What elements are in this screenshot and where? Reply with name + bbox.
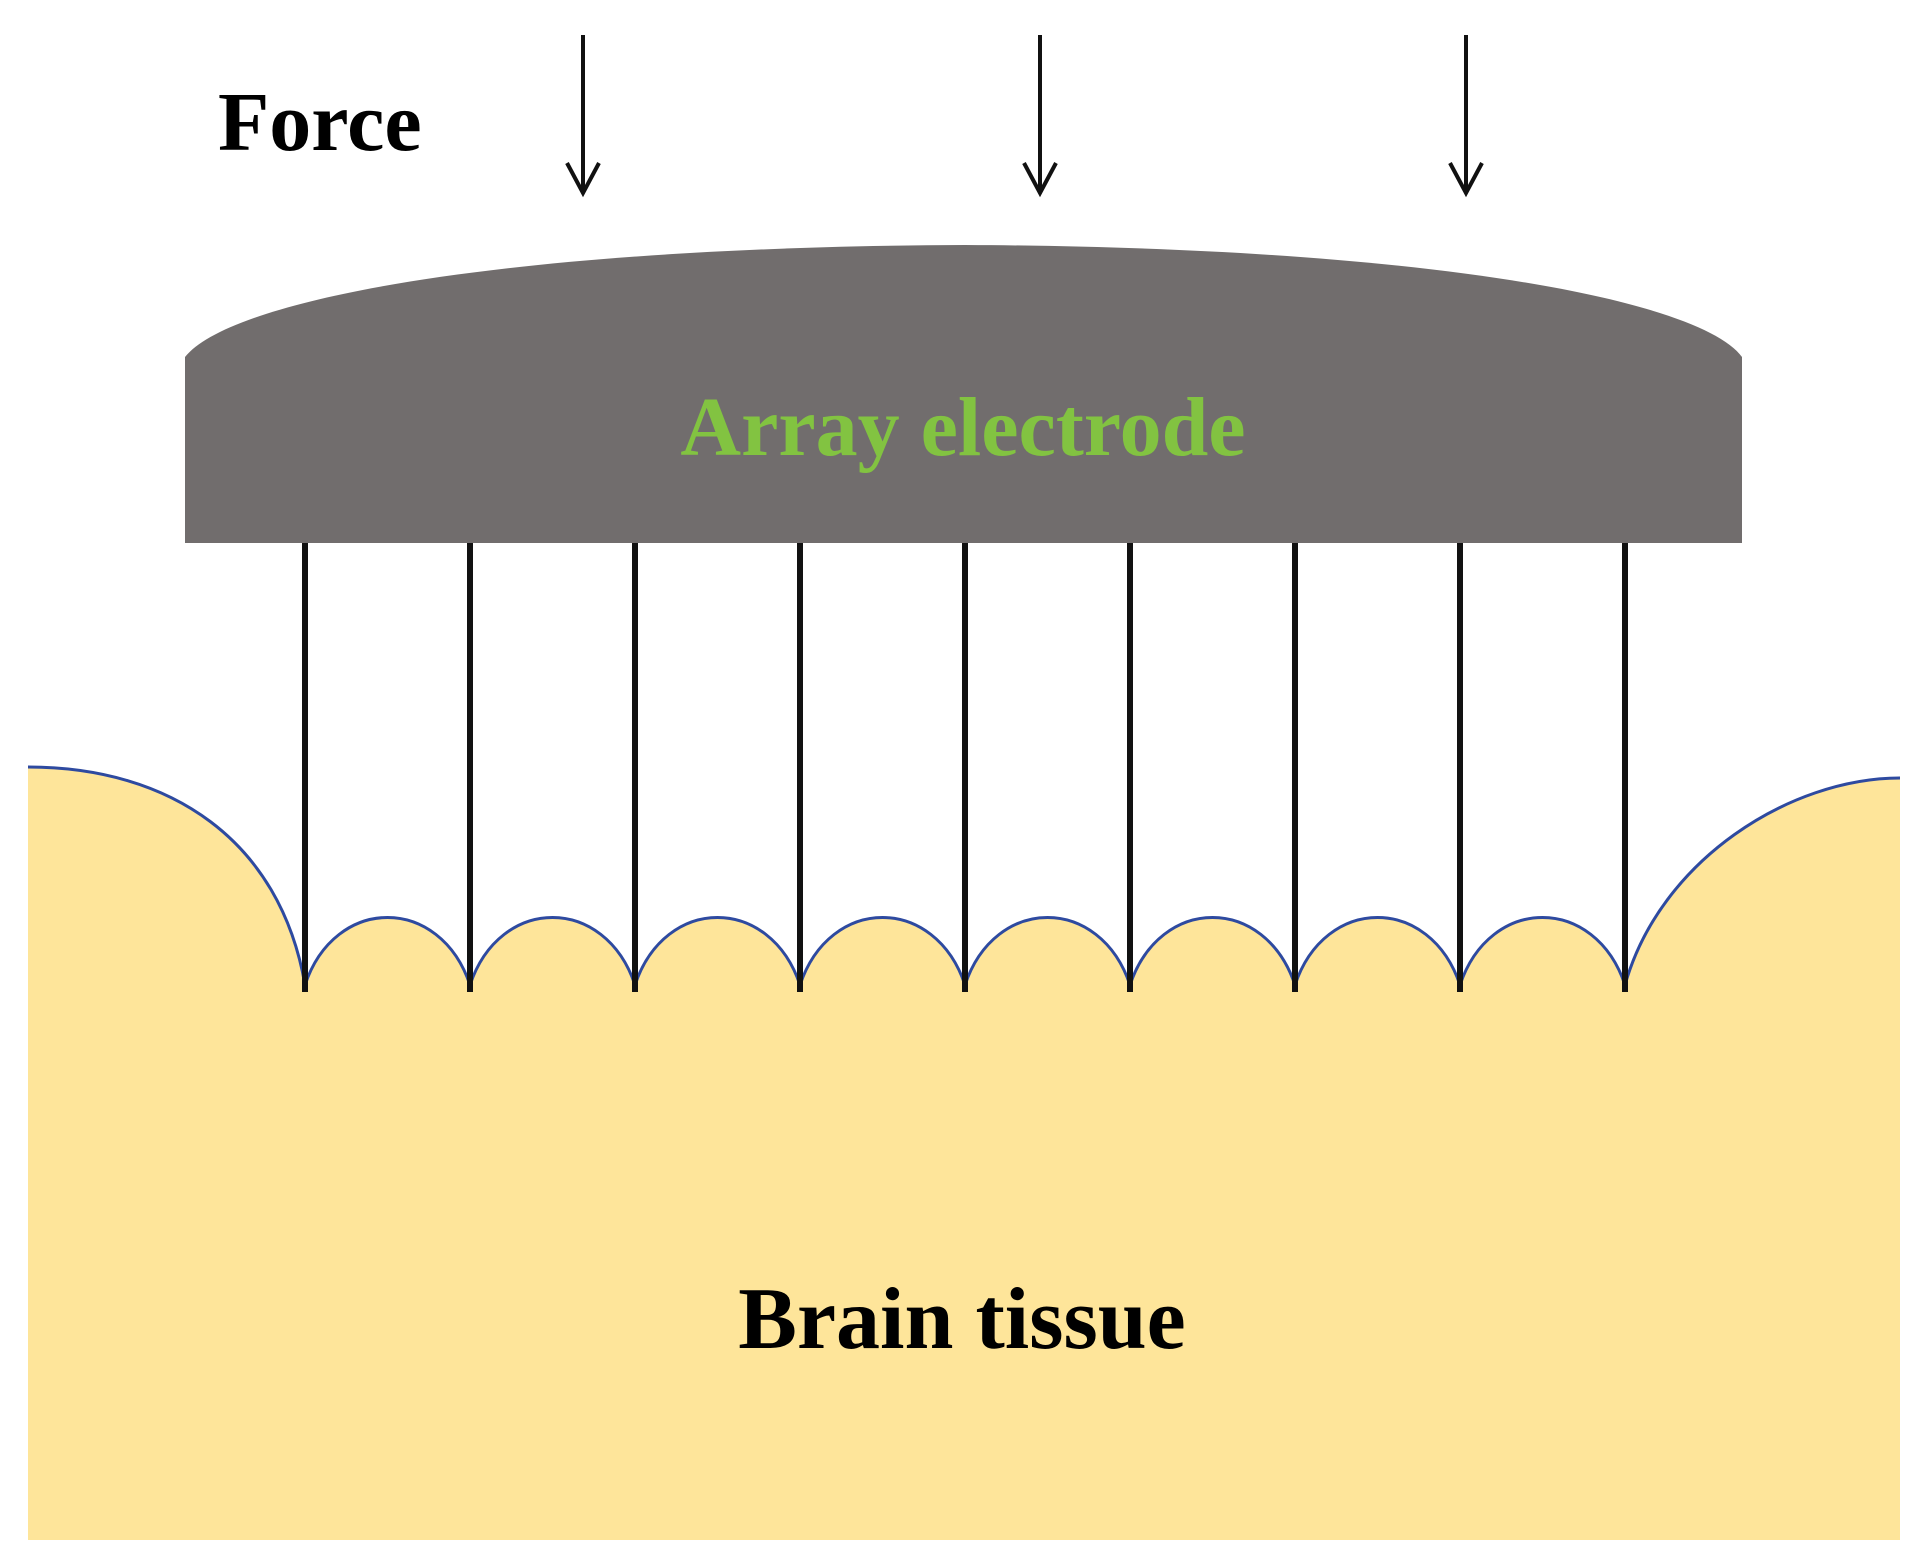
brain-tissue-label: Brain tissue: [738, 1271, 1185, 1368]
force-arrow-1: [565, 35, 601, 198]
force-arrows: [565, 35, 1484, 198]
array-electrode-label: Array electrode: [680, 381, 1245, 474]
brain-tissue-region: [28, 767, 1900, 1540]
force-label: Force: [218, 76, 422, 169]
electrode-needles: [302, 543, 1628, 992]
force-arrow-3: [1448, 35, 1484, 198]
array-electrode-body: [185, 245, 1742, 543]
force-arrow-2: [1022, 35, 1058, 198]
